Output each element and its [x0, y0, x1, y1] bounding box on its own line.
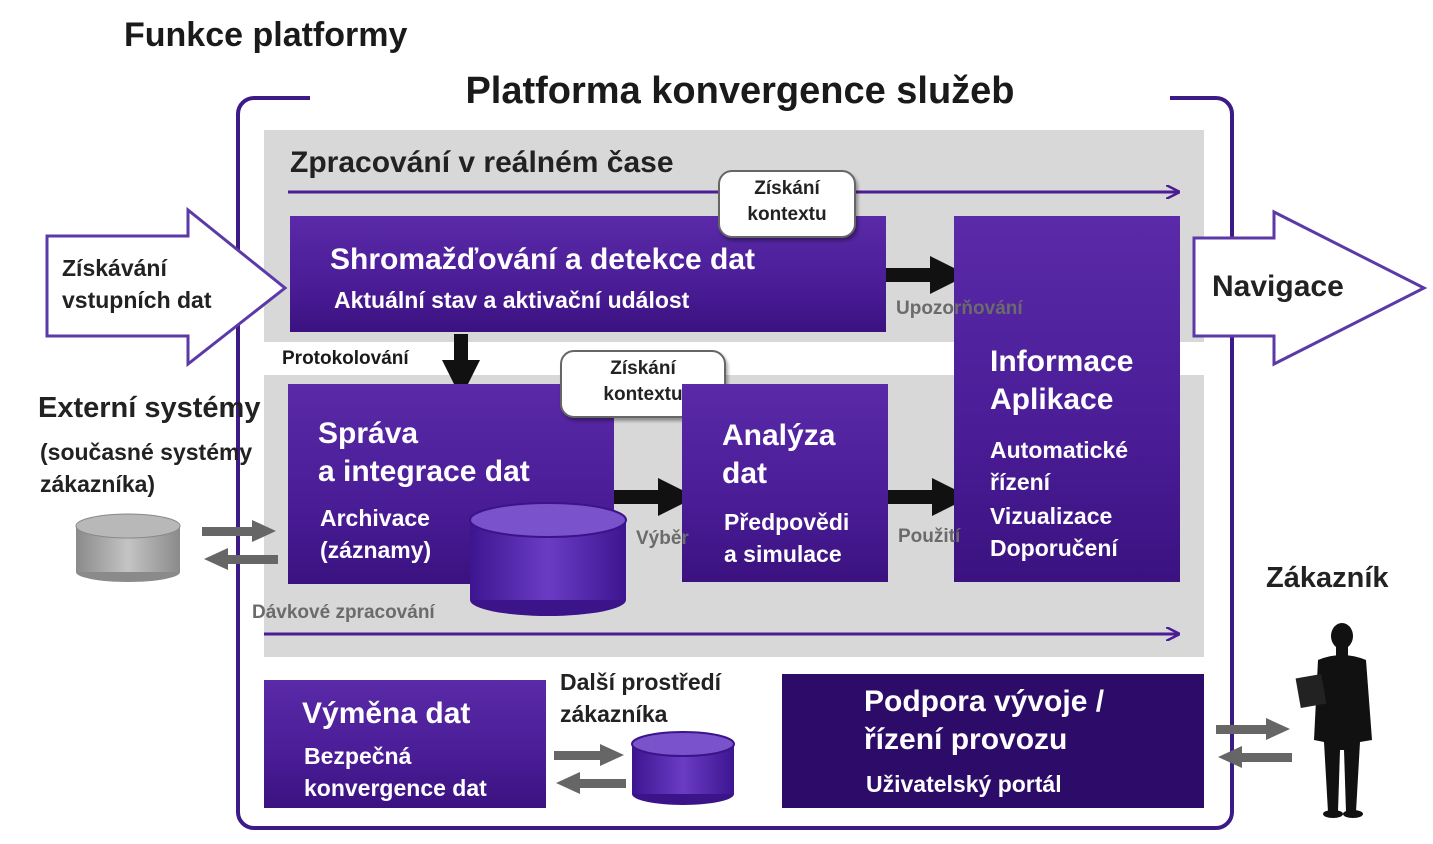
alerting-label: Upozorňování — [896, 298, 1023, 319]
analysis-sub-line2: a simulace — [724, 541, 842, 567]
info-box-title-line1: Informace — [990, 345, 1134, 378]
management-title-line1: Správa — [318, 417, 419, 450]
context-bubble-top-line2: kontextu — [747, 204, 827, 225]
info-box-item: Doporučení — [990, 535, 1118, 561]
input-arrow-label-line1: Získávání — [62, 255, 167, 281]
other-env-database-icon — [631, 731, 735, 805]
external-exchange-arrows — [202, 520, 278, 570]
data-management-box: Správa a integrace dat Archivace (záznam… — [288, 384, 614, 584]
output-arrow-label: Navigace — [1212, 270, 1344, 303]
management-sub-line2: (záznamy) — [320, 537, 432, 563]
external-systems-line3: zákazníka) — [40, 471, 156, 497]
context-bubble-top-line1: Získání — [754, 178, 820, 199]
customer-exchange-arrows — [1216, 718, 1292, 768]
info-box-item: Vizualizace — [990, 503, 1113, 529]
context-bubble-middle-line1: Získání — [610, 358, 676, 379]
realtime-label: Zpracování v reálném čase — [290, 146, 674, 179]
support-subtitle: Uživatelský portál — [866, 771, 1062, 797]
support-box: Podpora vývoje / řízení provozu Uživatel… — [782, 674, 1204, 808]
data-analysis-box: Analýza dat Předpovědi a simulace — [682, 384, 888, 582]
platform-title-background — [310, 70, 1170, 122]
support-title-line2: řízení provozu — [864, 723, 1068, 756]
customer-person-icon — [1295, 623, 1372, 818]
arrow-management-to-analysis — [614, 478, 696, 516]
other-env-line2: zákazníka — [560, 701, 668, 727]
input-arrow-shape — [45, 206, 288, 368]
data-exchange-box: Výměna dat Bezpečná konvergence dat — [264, 680, 546, 808]
archive-database-icon — [469, 502, 627, 616]
arrow-collection-to-info — [886, 256, 968, 294]
exchange-sub-line2: konvergence dat — [304, 775, 487, 801]
logging-label: Protokolování — [282, 348, 409, 369]
output-arrow-shape — [1192, 209, 1428, 367]
management-title-line2: a integrace dat — [318, 455, 530, 488]
batch-label: Dávkové zpracování — [252, 602, 435, 623]
support-title-line1: Podpora vývoje / — [864, 685, 1105, 718]
arrow-analysis-to-info — [888, 478, 970, 516]
management-sub-line1: Archivace — [320, 505, 430, 531]
info-box-item: řízení — [990, 469, 1051, 495]
collection-box-subtitle: Aktuální stav a aktivační událost — [334, 287, 690, 313]
platform-title: Platforma konvergence služeb — [465, 70, 1015, 112]
usage-label: Použití — [898, 526, 961, 547]
collection-box-title: Shromažďování a detekce dat — [330, 243, 756, 276]
other-env-line1: Další prostředí — [560, 669, 722, 695]
exchange-sub-line1: Bezpečná — [304, 743, 412, 769]
info-box-item: Automatické — [990, 437, 1129, 463]
info-box-title-line2: Aplikace — [990, 383, 1114, 416]
external-systems-line2: (současné systémy — [40, 439, 253, 465]
analysis-sub-line1: Předpovědi — [724, 509, 850, 535]
arrow-collection-to-management — [442, 334, 480, 398]
analysis-title-line2: dat — [722, 457, 767, 490]
context-bubble-middle-line2: kontextu — [603, 384, 683, 405]
exchange-title: Výměna dat — [302, 697, 471, 730]
external-systems-title: Externí systémy — [38, 392, 261, 424]
context-bubble-top: Získání kontextu — [718, 170, 856, 238]
selection-label: Výběr — [636, 528, 689, 549]
page-title: Funkce platformy — [124, 16, 408, 54]
input-arrow-label-line2: vstupních dat — [62, 287, 212, 313]
info-applications-box: Informace Aplikace Automatické řízení Vi… — [954, 216, 1180, 582]
external-database-icon — [75, 513, 181, 582]
other-env-exchange-arrows — [554, 744, 626, 794]
analysis-title-line1: Analýza — [722, 419, 836, 452]
customer-label: Zákazník — [1266, 562, 1389, 594]
